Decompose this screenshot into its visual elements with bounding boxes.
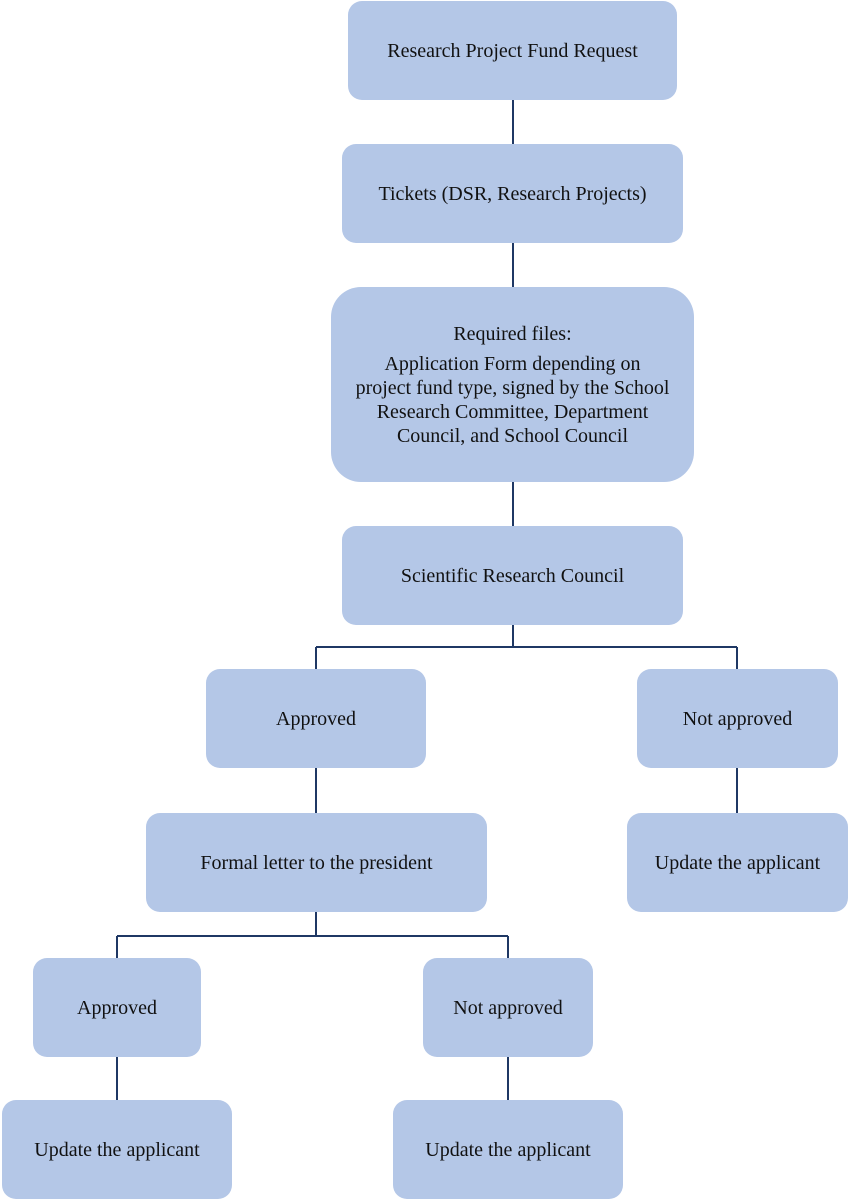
node-label: Tickets (DSR, Research Projects) [378,182,647,205]
node-label: Update the applicant [425,1138,591,1161]
node-update-applicant: Update the applicant [627,813,848,912]
node-tickets: Tickets (DSR, Research Projects) [342,144,683,243]
required-files-text: Application Form depending on project fu… [355,352,670,447]
node-research-project-fund-request: Research Project Fund Request [348,1,677,100]
node-label: Update the applicant [34,1138,200,1161]
node-update-applicant-3: Update the applicant [393,1100,623,1199]
node-formal-letter: Formal letter to the president [146,813,487,912]
node-label: Approved [276,707,356,730]
node-approved-2: Approved [33,958,201,1057]
node-label: Update the applicant [654,851,821,874]
node-label: Approved [77,996,157,1019]
required-files-heading: Required files: [453,322,572,345]
node-label: Research Project Fund Request [387,39,638,62]
node-not-approved-2: Not approved [423,958,593,1057]
node-label: Not approved [453,996,563,1019]
node-label: Not approved [682,707,793,730]
node-label: Formal letter to the president [200,851,433,874]
node-approved: Approved [206,669,426,768]
node-scientific-research-council: Scientific Research Council [342,526,683,625]
node-not-approved: Not approved [637,669,838,768]
node-label: Scientific Research Council [400,564,625,587]
node-required-files: Required files: Application Form dependi… [331,287,694,482]
node-update-applicant-2: Update the applicant [2,1100,232,1199]
